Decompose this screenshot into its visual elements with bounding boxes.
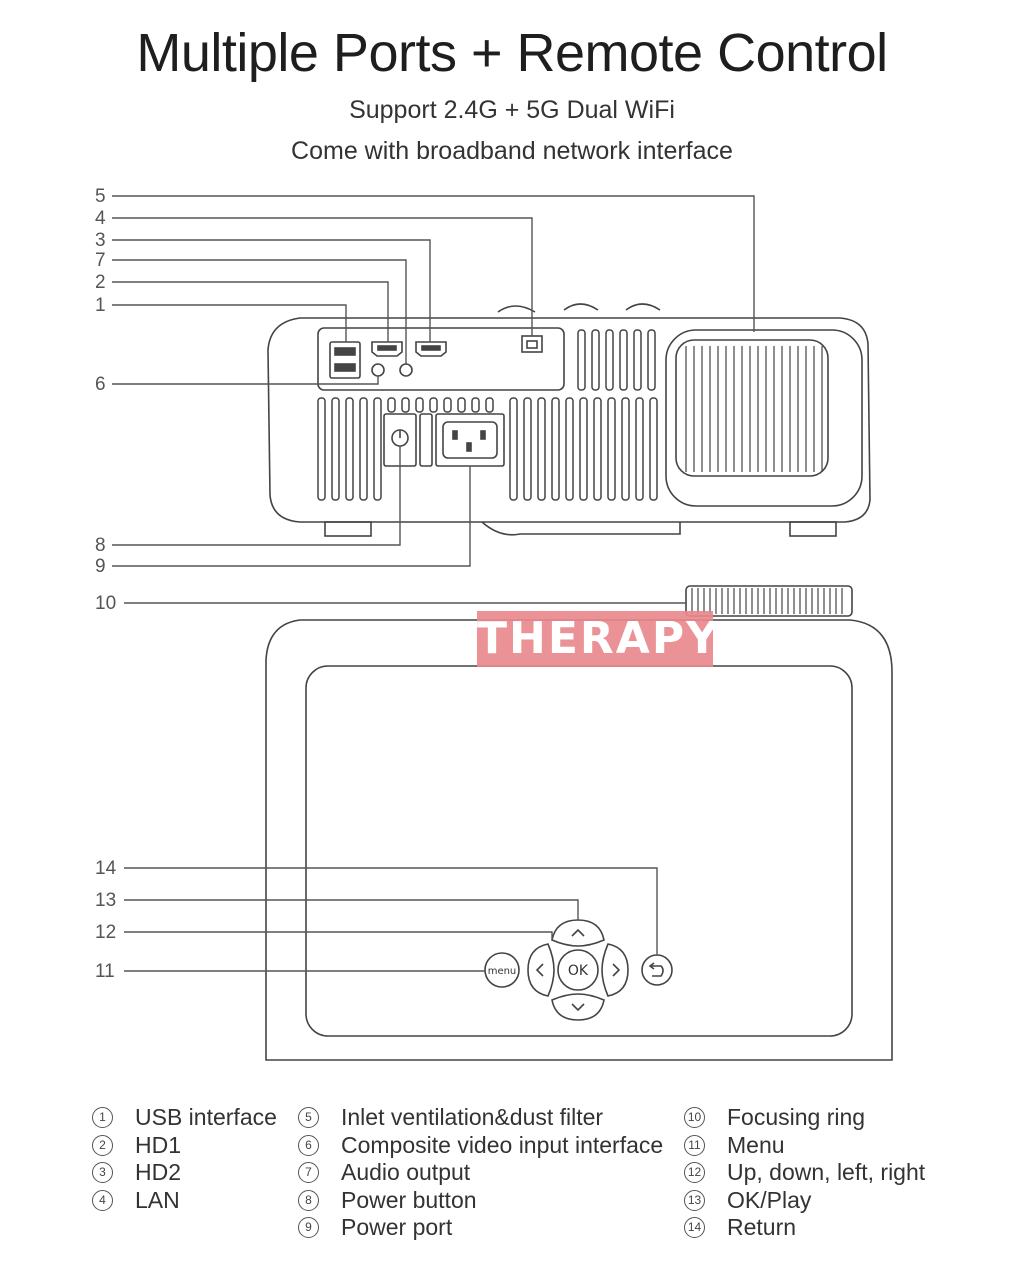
legend-number: 11 <box>684 1134 705 1156</box>
legend-column-1: 1 USB interface 2 HD1 3 HD2 4 LAN <box>92 1104 277 1214</box>
legend-item: 13 OK/Play <box>684 1187 925 1215</box>
legend-number: 6 <box>298 1134 319 1156</box>
projector-rear-view <box>267 303 871 537</box>
legend-item: 2 HD1 <box>92 1132 277 1160</box>
legend-item: 9 Power port <box>298 1214 663 1242</box>
watermark-logo: THERAPY <box>477 611 718 667</box>
legend-label: HD1 <box>135 1131 182 1158</box>
legend-label: Up, down, left, right <box>727 1159 926 1186</box>
legend-number: 14 <box>684 1217 705 1239</box>
legend-number: 13 <box>684 1189 705 1211</box>
callout-14: 14 <box>95 858 117 879</box>
legend-label: Return <box>727 1214 797 1241</box>
legend-item: 3 HD2 <box>92 1159 277 1187</box>
legend-label: Inlet ventilation&dust filter <box>341 1104 604 1131</box>
page-title: Multiple Ports + Remote Control <box>136 23 888 83</box>
callout-11: 11 <box>95 961 115 982</box>
legend-item: 12 Up, down, left, right <box>684 1159 925 1187</box>
keypad-ok-label: OK <box>568 963 589 979</box>
legend-item: 10 Focusing ring <box>684 1104 925 1132</box>
callout-2: 2 <box>95 272 106 293</box>
callout-8: 8 <box>95 535 106 556</box>
legend-number: 9 <box>298 1217 319 1239</box>
projector-top-view <box>265 585 893 1061</box>
legend-item: 6 Composite video input interface <box>298 1132 663 1160</box>
callout-10: 10 <box>95 593 117 614</box>
keypad-menu-label: menu <box>488 966 517 977</box>
legend-label: OK/Play <box>727 1186 812 1213</box>
callout-13: 13 <box>95 890 117 911</box>
legend-label: Focusing ring <box>727 1104 866 1131</box>
legend-number: 10 <box>684 1107 705 1129</box>
legend-label: Audio output <box>341 1159 471 1186</box>
legend-label: LAN <box>135 1186 180 1213</box>
legend-item: 11 Menu <box>684 1132 925 1160</box>
callout-4: 4 <box>95 208 106 229</box>
callout-3: 3 <box>95 230 106 251</box>
callout-1: 1 <box>95 295 106 316</box>
legend-label: Power button <box>341 1186 477 1213</box>
legend-item: 1 USB interface <box>92 1104 277 1132</box>
legend-number: 4 <box>92 1189 113 1211</box>
legend-label: Composite video input interface <box>341 1131 664 1158</box>
legend-number: 8 <box>298 1189 319 1211</box>
leader-lines <box>112 195 755 972</box>
legend-number: 2 <box>92 1134 113 1156</box>
legend-item: 5 Inlet ventilation&dust filter <box>298 1104 663 1132</box>
legend-label: Power port <box>341 1214 453 1241</box>
legend-number: 7 <box>298 1162 319 1184</box>
callout-7: 7 <box>95 250 106 271</box>
legend-label: Menu <box>727 1131 785 1158</box>
subtitle-network: Come with broadband network interface <box>291 137 733 165</box>
callout-5: 5 <box>95 186 106 207</box>
legend-number: 1 <box>92 1107 113 1129</box>
legend-item: 4 LAN <box>92 1187 277 1215</box>
callout-12: 12 <box>95 922 117 943</box>
legend-column-2: 5 Inlet ventilation&dust filter 6 Composit… <box>298 1104 663 1242</box>
legend-number: 12 <box>684 1162 705 1184</box>
legend-label: HD2 <box>135 1159 182 1186</box>
legend-number: 5 <box>298 1107 319 1129</box>
legend-item: 14 Return <box>684 1214 925 1242</box>
callout-6: 6 <box>95 374 106 395</box>
subtitle-wifi: Support 2.4G + 5G Dual WiFi <box>349 96 675 124</box>
callout-9: 9 <box>95 556 106 577</box>
legend-number: 3 <box>92 1162 113 1184</box>
legend-item: 7 Audio output <box>298 1159 663 1187</box>
legend-item: 8 Power button <box>298 1187 663 1215</box>
legend-label: USB interface <box>135 1104 277 1131</box>
legend-column-3: 10 Focusing ring 11 Menu 12 Up, down, left,… <box>684 1104 925 1242</box>
